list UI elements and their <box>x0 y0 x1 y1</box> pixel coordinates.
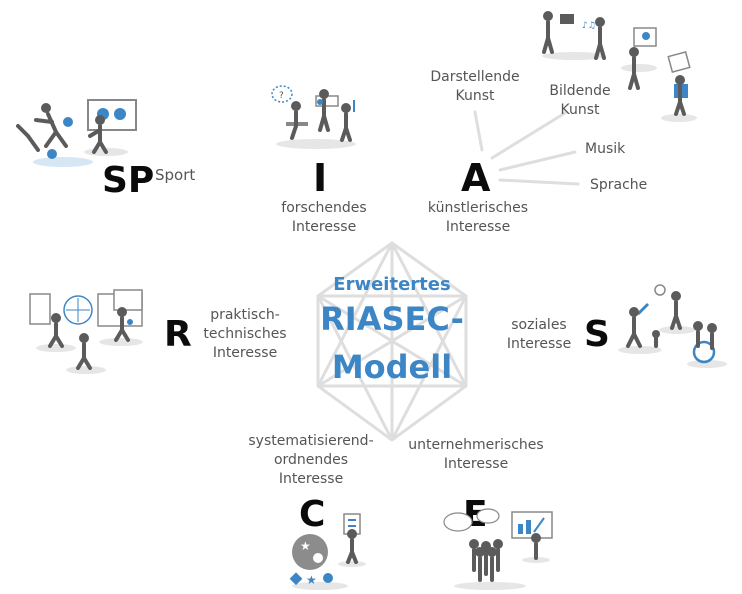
c-letter: C <box>299 494 326 535</box>
svg-text:♪♫: ♪♫ <box>582 21 596 31</box>
a-sub-sprache: Sprache <box>590 177 648 193</box>
thinking-scientists-scene-icon: ? <box>271 85 356 149</box>
i-label: forschendes Interesse <box>281 200 367 235</box>
swimming-and-instruction-scene-icon <box>16 99 137 167</box>
s-letter: S <box>584 314 610 355</box>
sp-letter: SP <box>102 160 155 201</box>
helping-people-scene-icon <box>618 284 727 368</box>
r-label: praktisch- technisches Interesse <box>203 307 287 361</box>
artistic-connectors <box>473 110 580 186</box>
technical-workers-scene-icon <box>29 289 143 374</box>
c-label: systematisierend- ordnendes Interesse <box>248 433 374 487</box>
a-sub-darstellende: Darstellende Kunst <box>430 69 520 104</box>
i-letter: I <box>313 156 328 200</box>
center-title-line1: Erweitertes <box>333 274 451 295</box>
a-letter: A <box>461 156 491 200</box>
e-label: unternehmerisches Interesse <box>408 437 544 472</box>
presenter-and-audience-scene-icon <box>443 508 553 590</box>
a-sub-musik: Musik <box>585 141 626 157</box>
r-letter: R <box>164 314 192 355</box>
sp-label: Sport <box>155 166 196 184</box>
organizing-person-scene-icon: ★ ★ <box>289 513 366 590</box>
center-title-line2: RIASEC- <box>320 300 464 338</box>
artists-scene-icon: ♪♫ <box>542 11 697 122</box>
a-sub-bildende: Bildende Kunst <box>549 83 611 118</box>
svg-text:★: ★ <box>300 539 311 553</box>
s-label: soziales Interesse <box>506 317 572 352</box>
center-title-line3: Modell <box>331 348 453 386</box>
a-label: künstlerisches Interesse <box>427 200 529 235</box>
svg-text:?: ? <box>279 91 284 101</box>
svg-text:★: ★ <box>306 573 317 587</box>
